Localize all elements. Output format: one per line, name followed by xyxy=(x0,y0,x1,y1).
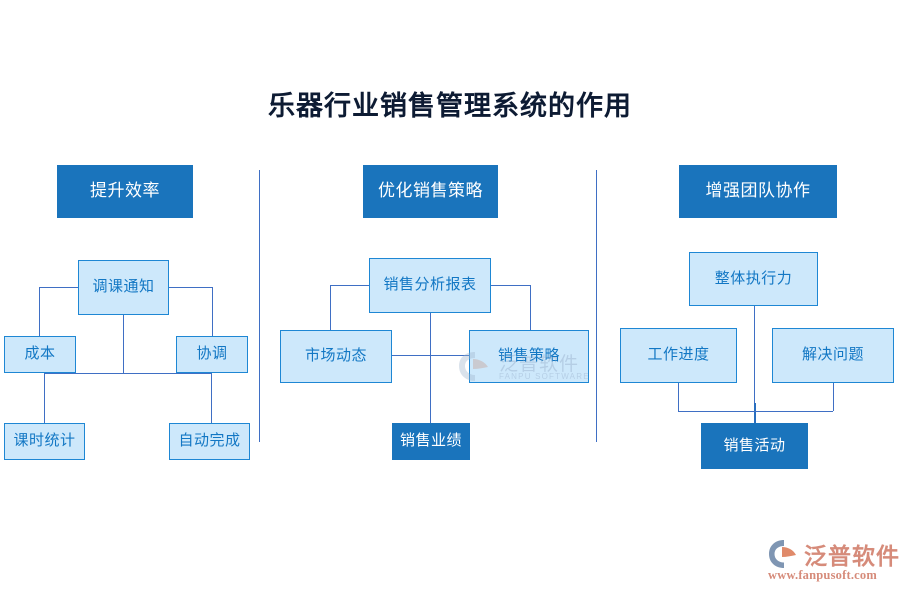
node-xiaoshou-huodong[interactable]: 销售活动 xyxy=(701,423,808,469)
column-header-3[interactable]: 增强团队协作 xyxy=(679,165,837,218)
connector-c1-lower-bus xyxy=(44,373,211,374)
node-xiaoshou-fenxi-baobiao[interactable]: 销售分析报表 xyxy=(369,258,491,313)
connector-c1-left-riser xyxy=(39,287,40,336)
node-xiaoshou-celue[interactable]: 销售策略 xyxy=(469,330,589,383)
connector-c2-upper-bus-left xyxy=(330,285,369,286)
node-zidong-wancheng[interactable]: 自动完成 xyxy=(169,423,250,460)
connector-c2-left-riser xyxy=(330,285,331,330)
node-gongzuo-jindu[interactable]: 工作进度 xyxy=(620,328,737,383)
connector-c3-left-drop xyxy=(678,383,679,411)
connector-c2-right-riser xyxy=(530,285,531,330)
connector-c1-root-stem xyxy=(123,315,124,373)
connector-c2-center-stem xyxy=(430,313,431,423)
node-keshi-tongji[interactable]: 课时统计 xyxy=(4,423,85,460)
node-chengben[interactable]: 成本 xyxy=(4,336,76,373)
column-divider-2 xyxy=(596,170,597,442)
connector-c1-right-riser xyxy=(212,287,213,336)
connector-c1-lower-left-riser xyxy=(44,373,45,423)
column-header-2[interactable]: 优化销售策略 xyxy=(363,165,498,218)
page-title: 乐器行业销售管理系统的作用 xyxy=(268,91,632,121)
fanpu-logo: 泛普软件 www.fanpusoft.com xyxy=(766,537,899,591)
connector-c3-lower-bus xyxy=(678,411,833,412)
node-shichang-dongtai[interactable]: 市场动态 xyxy=(280,330,392,383)
node-zhengti-zhixingli[interactable]: 整体执行力 xyxy=(689,252,818,306)
fanpu-logo-url: www.fanpusoft.com xyxy=(768,568,877,582)
connector-c1-upper-bus xyxy=(39,287,78,288)
connector-c2-upper-bus-right xyxy=(491,285,530,286)
column-divider-1 xyxy=(259,170,260,442)
connector-c3-center-stem-lower xyxy=(754,403,756,423)
connector-c1-lower-right-riser xyxy=(211,373,212,423)
node-xiaoshou-yeji[interactable]: 销售业绩 xyxy=(392,423,470,460)
connector-c3-center-stem xyxy=(754,306,755,403)
connector-c1-upper-bus-right xyxy=(169,287,212,288)
node-tiaoke-tongzhi[interactable]: 调课通知 xyxy=(78,260,169,315)
node-xietiao[interactable]: 协调 xyxy=(176,336,248,373)
fanpu-logo-mark xyxy=(769,540,796,568)
connector-c3-right-drop xyxy=(833,383,834,411)
column-header-1[interactable]: 提升效率 xyxy=(57,165,193,218)
fanpu-logo-text: 泛普软件 xyxy=(804,543,900,569)
node-jiejue-wenti[interactable]: 解决问题 xyxy=(772,328,894,383)
